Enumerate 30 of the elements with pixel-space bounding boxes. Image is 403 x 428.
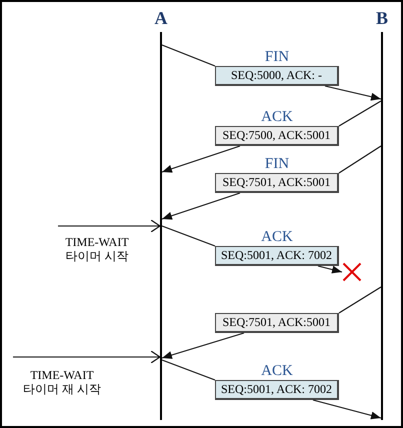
message-line (338, 100, 382, 126)
segment-box: SEQ:7501, ACK:5001 (215, 173, 339, 193)
message-arrow (324, 85, 382, 101)
segment-box: SEQ:5001, ACK: 7002 (215, 380, 339, 400)
segment-box: SEQ:7500, ACK:5001 (215, 126, 339, 146)
message-arrow (162, 192, 240, 220)
participant-label: B (376, 8, 388, 28)
message-arrow (318, 265, 342, 274)
message-type-label: FIN (264, 155, 290, 173)
message-line (162, 225, 216, 247)
timer-note: TIME-WAIT 타이머 재 시작 (22, 368, 102, 396)
message-line (338, 146, 382, 174)
message-type-label: ACK (261, 362, 293, 380)
pointer-arrow (13, 350, 161, 364)
pointer-arrow (58, 219, 161, 233)
message-type-label: ACK (261, 228, 293, 246)
message-line (162, 359, 216, 381)
message-arrow (162, 332, 244, 359)
message-type-label: ACK (261, 108, 293, 126)
message-arrow (312, 399, 382, 420)
cross-icon (342, 262, 362, 282)
message-line (338, 286, 382, 314)
segment-box: SEQ:5001, ACK: 7002 (215, 246, 339, 266)
timer-note: TIME-WAIT 타이머 시작 (64, 235, 130, 263)
segment-box: SEQ:7501, ACK:5001 (215, 313, 339, 333)
message-type-label: FIN (264, 48, 290, 66)
segment-box: SEQ:5000, ACK: - (215, 66, 339, 86)
message-line (162, 44, 216, 67)
message-arrow (162, 145, 240, 173)
participant-label: A (154, 8, 168, 28)
